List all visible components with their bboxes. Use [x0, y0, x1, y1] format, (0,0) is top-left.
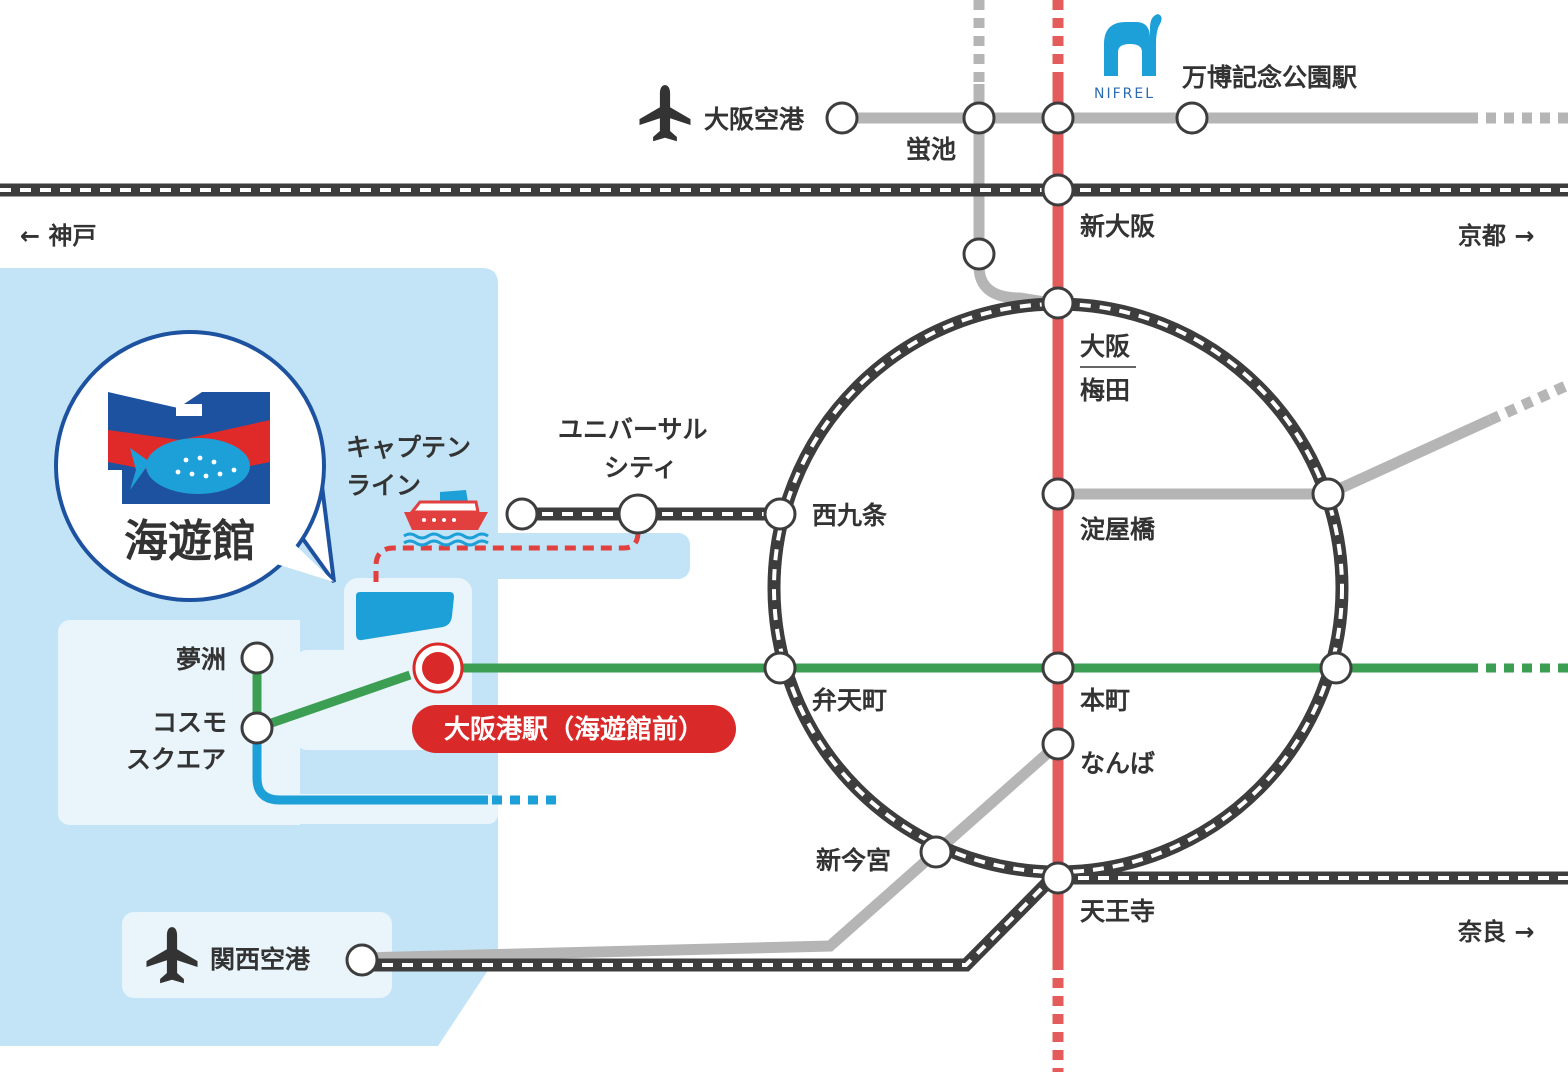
- kaiyukan-logo-icon: 海遊館: [54, 330, 336, 602]
- captain-line-route: [373, 514, 641, 582]
- label-universal-2: シティ: [604, 453, 678, 482]
- station-yodoyabashi[interactable]: [1041, 477, 1075, 511]
- station-osaka[interactable]: [1041, 286, 1075, 320]
- grey-lines: [361, 0, 1568, 964]
- label-honmachi: 本町: [1080, 686, 1130, 715]
- label-nara: 奈良 →: [1457, 918, 1534, 946]
- label-umeda: 梅田: [1080, 376, 1130, 405]
- labels: 大阪空港 蛍池 万博記念公園駅 新大阪 ← 神戸 京都 → 大阪 梅田 キャプテ…: [20, 63, 1534, 974]
- svg-text:大阪港駅（海遊館前）: 大阪港駅（海遊館前）: [444, 714, 704, 745]
- label-shin-osaka: 新大阪: [1080, 212, 1155, 241]
- label-yodoyabashi: 淀屋橋: [1080, 515, 1156, 544]
- station-shin-imamiya[interactable]: [919, 835, 953, 869]
- station-kyobashi[interactable]: [1311, 477, 1345, 511]
- label-osaka: 大阪: [1080, 332, 1130, 361]
- station-bentencho[interactable]: [763, 651, 797, 685]
- nanko-line: [252, 728, 556, 805]
- label-namba: なんば: [1080, 749, 1155, 778]
- airplane-icon: [639, 85, 691, 142]
- nifrel-logo-icon: NIFREL: [1094, 14, 1162, 102]
- label-universal-1: ユニバーサル: [558, 415, 708, 444]
- label-kobe: ← 神戸: [20, 222, 96, 250]
- station-senri-junction[interactable]: [1041, 101, 1075, 135]
- label-cosmo-2: スクエア: [126, 745, 226, 774]
- label-captain-line-2: ライン: [346, 471, 421, 500]
- station-yumeshima[interactable]: [240, 641, 274, 675]
- station-hotarugaike[interactable]: [962, 101, 996, 135]
- label-captain-line-1: キャプテン: [346, 433, 471, 462]
- label-hotarugaike: 蛍池: [906, 135, 956, 164]
- station-tennoji[interactable]: [1041, 861, 1075, 895]
- pier-shape: [356, 592, 454, 641]
- osakako-badge[interactable]: 大阪港駅（海遊館前）: [412, 705, 736, 753]
- label-nishikujo: 西九条: [812, 501, 888, 530]
- svg-text:NIFREL: NIFREL: [1094, 86, 1155, 102]
- station-nishikujo[interactable]: [763, 497, 797, 531]
- label-banpaku: 万博記念公園駅: [1182, 63, 1357, 92]
- station-banpaku[interactable]: [1175, 101, 1209, 135]
- station-hotarugaike-branch[interactable]: [962, 237, 996, 271]
- station-osaka-airport[interactable]: [825, 101, 859, 135]
- station-morinomiya[interactable]: [1319, 651, 1353, 685]
- label-tennoji: 天王寺: [1080, 897, 1155, 926]
- svg-text:海遊館: 海遊館: [124, 516, 256, 567]
- label-shin-imamiya: 新今宮: [816, 846, 891, 875]
- label-kyoto: 京都 →: [1458, 222, 1534, 250]
- label-kansai-airport: 関西空港: [210, 945, 311, 974]
- stations: [240, 101, 1353, 977]
- station-sakurajima[interactable]: [505, 497, 539, 531]
- ferry-icon: [403, 490, 489, 547]
- label-cosmo-1: コスモ: [152, 708, 227, 737]
- station-kansai-airport[interactable]: [345, 943, 379, 977]
- station-namba[interactable]: [1041, 727, 1075, 761]
- label-yumeshima: 夢洲: [176, 645, 226, 674]
- label-bentencho: 弁天町: [812, 686, 887, 715]
- label-osaka-airport: 大阪空港: [704, 105, 805, 134]
- station-osakako-highlight[interactable]: [412, 642, 464, 694]
- station-honmachi[interactable]: [1041, 651, 1075, 685]
- station-cosmo-square[interactable]: [240, 711, 274, 745]
- station-shin-osaka[interactable]: [1041, 173, 1075, 207]
- station-universal[interactable]: [617, 493, 659, 535]
